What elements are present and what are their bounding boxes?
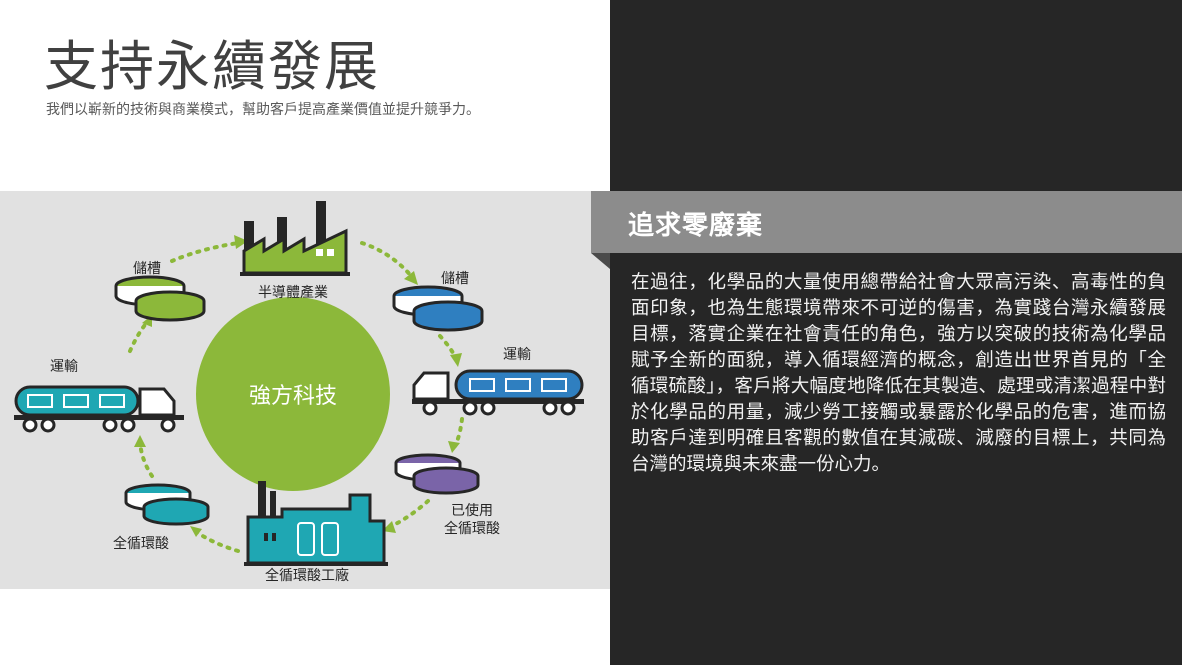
arrowhead-3: [450, 353, 462, 367]
arrow-usedacid-to-plant: [388, 499, 430, 529]
center-label: 強方科技: [249, 384, 337, 409]
tanker-truck-blue-icon: [412, 369, 584, 416]
label-transport-right: 運輸: [503, 347, 531, 363]
acid-plant-icon: [244, 481, 388, 566]
section-banner: [591, 191, 1182, 253]
used-acid-tank-icon: [394, 453, 480, 495]
arrowhead-4: [448, 441, 460, 453]
diagram-svg: 強方科技 半導體產業 儲槽 儲槽: [14, 201, 584, 584]
label-storage-right: 儲槽: [441, 271, 469, 287]
page-title: 支持永續發展: [44, 35, 380, 98]
label-used-acid-line2: 全循環酸: [444, 520, 500, 537]
label-storage-left: 儲槽: [133, 261, 161, 277]
label-used-acid-line1: 已使用: [451, 502, 493, 519]
label-acid-left: 全循環酸: [113, 535, 169, 552]
section-heading: 追求零廢棄: [628, 211, 764, 241]
arrowhead-1: [234, 235, 248, 249]
arrow-transport-to-usedacid: [453, 417, 464, 448]
storage-tank-green-icon: [114, 275, 206, 322]
circular-economy-diagram: 強方科技 半導體產業 儲槽 儲槽: [0, 191, 610, 589]
right-panel: [610, 0, 1182, 665]
center-circle: [196, 297, 390, 491]
arrow-heads: [134, 235, 462, 537]
arrowhead-2: [404, 271, 418, 285]
arrowhead-6: [190, 526, 202, 537]
label-transport-left: 運輸: [50, 359, 78, 375]
page-subtitle: 我們以嶄新的技術與商業模式，幫助客戶提高產業價值並提升競爭力。: [46, 102, 480, 118]
label-industry: 半導體產業: [258, 284, 328, 301]
label-plant: 全循環酸工廠: [265, 567, 349, 584]
factory-icon: [240, 201, 350, 276]
storage-tank-blue-icon: [392, 285, 484, 332]
arrowhead-7: [134, 435, 146, 447]
banner-fold: [591, 253, 610, 269]
acid-tank-teal-icon: [124, 483, 210, 526]
arrow-transport-to-storage: [128, 319, 150, 353]
arrow-storage-to-industry: [170, 241, 240, 263]
section-body: 在過往，化學品的大量使用總帶給社會大眾高污染、高毒性的負面印象，也為生態環境帶來…: [631, 272, 1166, 475]
arrow-industry-to-storage: [360, 241, 414, 279]
tanker-truck-teal-icon: [14, 385, 184, 433]
arrow-plant-to-acid: [193, 529, 240, 553]
arrow-acid-to-transport: [138, 441, 154, 478]
